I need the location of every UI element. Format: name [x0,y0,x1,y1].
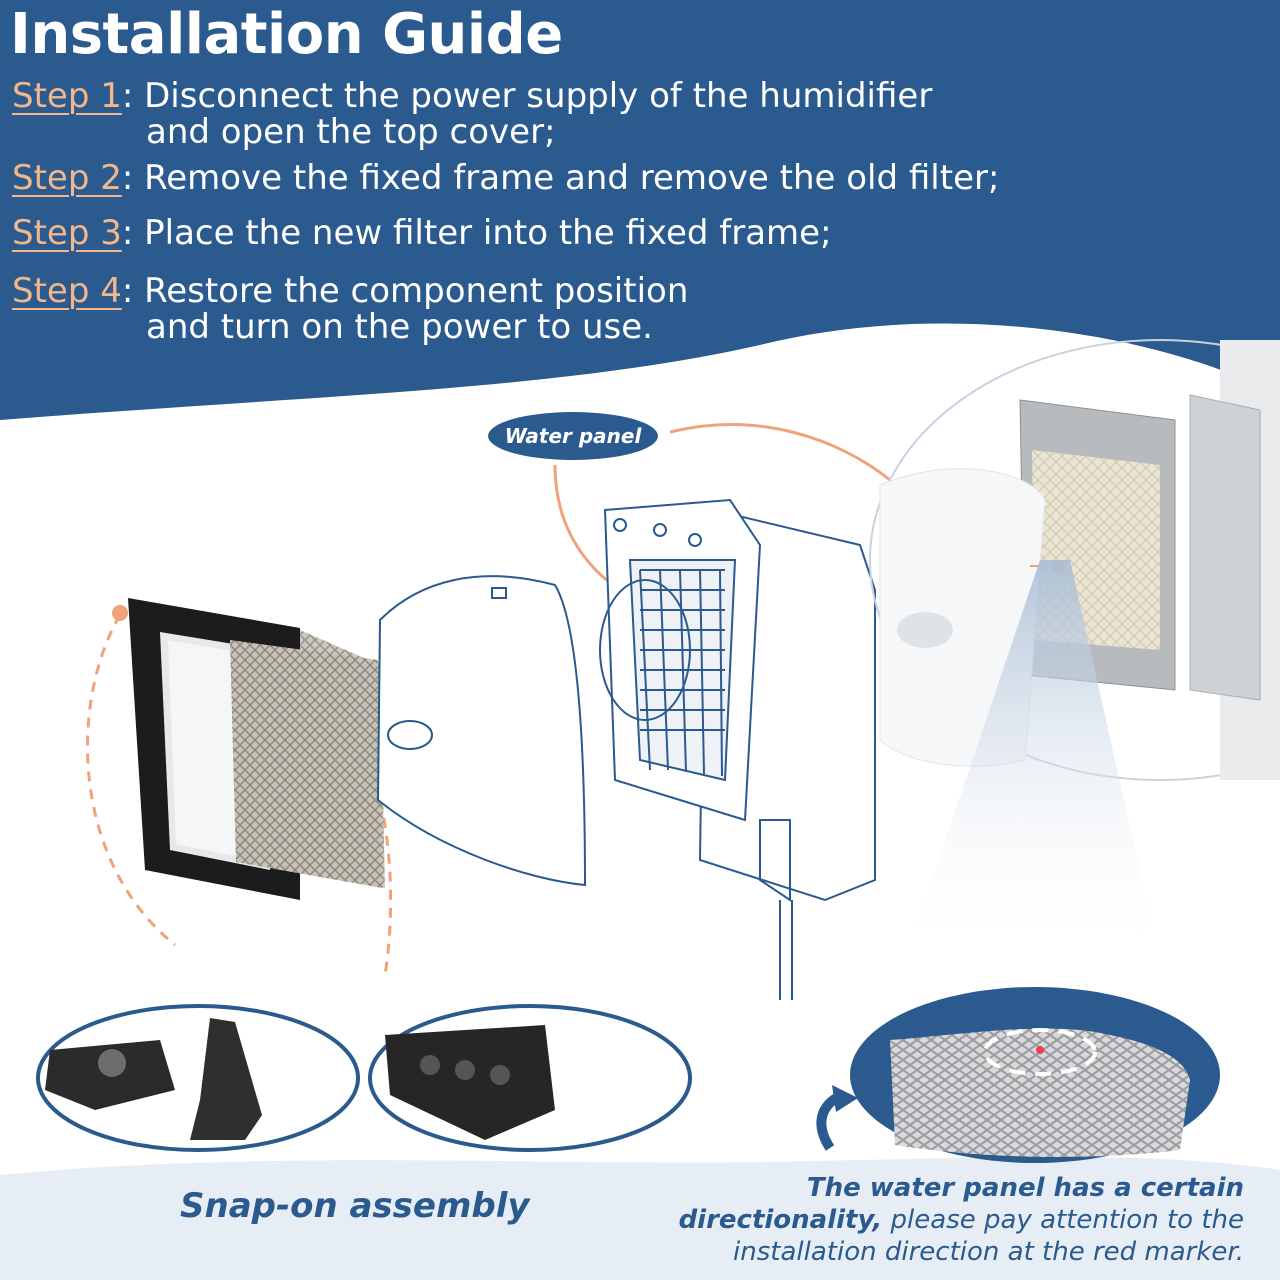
direction-line-3: installation direction at the red marker… [733,1237,1244,1267]
water-panel-pointer-right [669,423,891,482]
step-2-text: Remove the fixed frame and remove the ol… [144,158,1000,198]
step-3-text: Place the new filter into the fixed fram… [144,213,832,253]
snap-detail-left [36,1004,360,1152]
step-4-label: Step 4 [12,271,122,311]
snap-on-caption: Snap-on assembly [180,1186,530,1226]
directionality-caption: The water panel has a certain directiona… [679,1172,1244,1268]
water-panel-callout: Water panel [488,412,658,460]
cover-drawing [376,575,587,887]
step-2: Step 2: Remove the fixed frame and remov… [12,158,1000,198]
mesh-filter-front [300,630,385,888]
step-1-text: Disconnect the power supply of the humid… [144,76,933,116]
humidifier-photo [869,339,1280,960]
water-panel-callout-text: Water panel [504,424,642,448]
direction-line-1: The water panel has a certain [806,1173,1244,1203]
assembly-arc-left [86,614,176,947]
footer-wave [0,1157,1280,1280]
direction-line-2-bold: directionality, [678,1205,883,1235]
direction-detail [816,987,1220,1163]
step-2-label: Step 2 [12,158,122,198]
step-1-continuation: and open the top cover; [146,112,556,152]
snap-detail-right [368,1004,692,1152]
step-1-label: Step 1 [12,76,122,116]
page-title: Installation Guide [10,2,563,67]
step-1: Step 1: Disconnect the power supply of t… [12,76,933,152]
frame-dot [112,605,128,621]
step-4-continuation: and turn on the power to use. [146,307,653,347]
step-4-text: Restore the component position [144,271,689,311]
header-wave [0,0,1280,420]
direction-line-2-rest: please pay attention to the [882,1205,1244,1235]
step-3: Step 3: Place the new filter into the fi… [12,213,832,253]
step-4: Step 4: Restore the component position a… [12,271,689,347]
humidifier-base-drawing [599,498,876,1000]
step-3-label: Step 3 [12,213,122,253]
